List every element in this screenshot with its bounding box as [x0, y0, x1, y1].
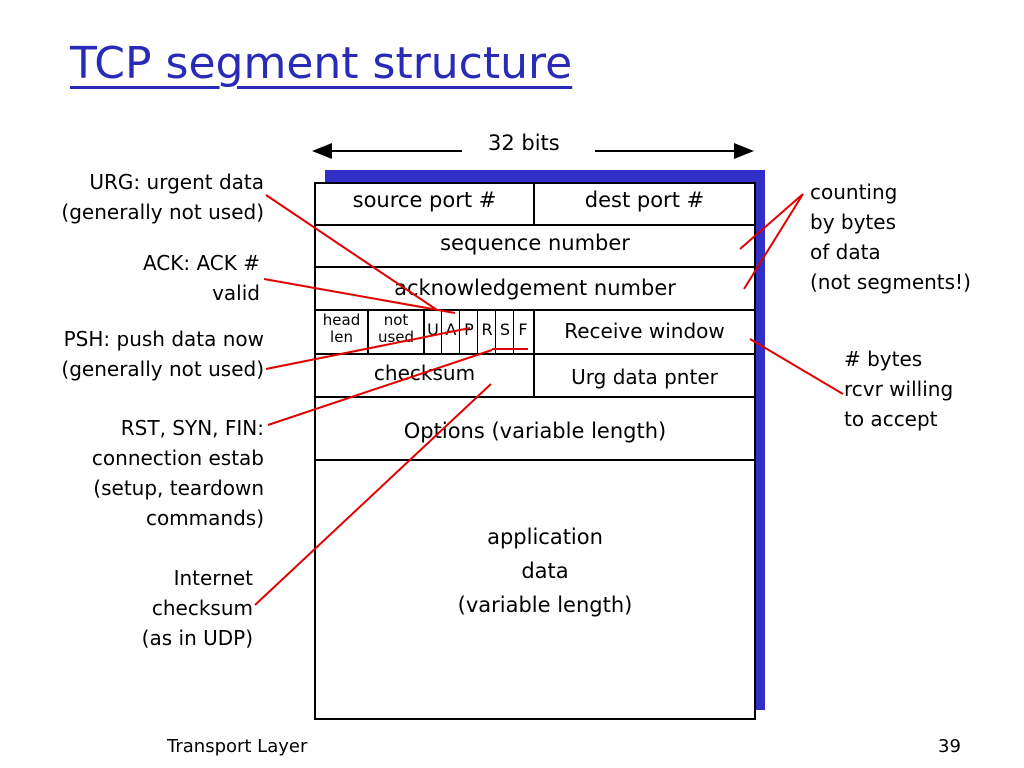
- ack-annotation: ACK: ACK #valid: [142, 251, 260, 305]
- width-label: 32 bits: [488, 131, 560, 155]
- flag-psh: P: [464, 320, 474, 339]
- sequence-number-field: sequence number: [440, 231, 630, 255]
- col-divider: [367, 309, 369, 354]
- callout-ack: [263, 278, 456, 314]
- callout-seq: [739, 193, 804, 250]
- source-port-field: source port #: [352, 188, 497, 212]
- row-divider: [314, 459, 756, 461]
- flag-rst: R: [481, 320, 493, 339]
- callout-rst: [267, 349, 493, 426]
- col-divider: [423, 309, 425, 354]
- page-number: 39: [938, 736, 961, 757]
- callout-ack-num: [743, 193, 804, 290]
- callout-urg: [265, 194, 438, 311]
- rst-syn-fin-annotation: RST, SYN, FIN:connection estab (setup, t…: [91, 416, 264, 530]
- ack-number-field: acknowledgement number: [394, 276, 676, 300]
- col-divider: [459, 309, 460, 354]
- dest-port-field: dest port #: [584, 188, 705, 212]
- col-divider: [533, 309, 535, 354]
- psh-annotation: PSH: push data now(generally not used): [61, 327, 264, 381]
- flag-syn: S: [499, 320, 511, 339]
- flag-urg: U: [427, 320, 439, 339]
- row-divider: [314, 224, 756, 226]
- row-divider: [314, 353, 756, 355]
- page-title: TCP segment structure: [70, 38, 573, 89]
- callout-rcvr: [749, 338, 844, 395]
- callout-checksum: [254, 383, 492, 606]
- urg-annotation: URG: urgent data(generally not used): [61, 170, 264, 224]
- receive-window-field: Receive window: [564, 319, 725, 343]
- options-field: Options (variable length): [403, 419, 667, 443]
- col-divider: [513, 309, 514, 354]
- callout-psh: [265, 327, 471, 370]
- flag-ack: A: [445, 320, 457, 339]
- segment-box: [314, 182, 756, 720]
- row-divider: [314, 266, 756, 268]
- row-divider: [314, 396, 756, 398]
- col-divider: [495, 309, 496, 354]
- col-divider: [533, 182, 535, 225]
- row-divider: [314, 309, 756, 311]
- col-divider: [533, 353, 535, 397]
- col-divider: [477, 309, 478, 354]
- col-divider: [441, 309, 442, 354]
- application-data-field: application data (variable length): [457, 525, 633, 617]
- flag-fin: F: [518, 320, 528, 339]
- footer-section: Transport Layer: [167, 736, 308, 757]
- urg-pointer-field: Urg data pnter: [571, 365, 718, 389]
